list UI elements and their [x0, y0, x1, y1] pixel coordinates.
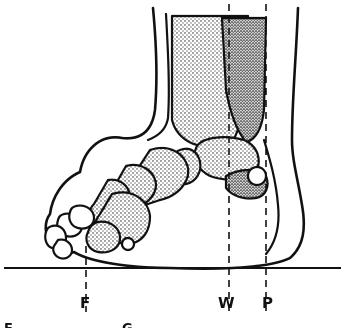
cropped-caption-middle: G [122, 322, 133, 328]
heel-sesamoid [248, 167, 266, 185]
label-f: F [80, 294, 90, 312]
phalanx-toe-4 [69, 206, 94, 229]
phalanx-toe-5 [53, 240, 72, 259]
toe-sesamoid [122, 238, 134, 250]
label-w: W [218, 294, 235, 312]
label-p: P [262, 294, 273, 312]
cropped-caption-left: F [4, 322, 13, 328]
